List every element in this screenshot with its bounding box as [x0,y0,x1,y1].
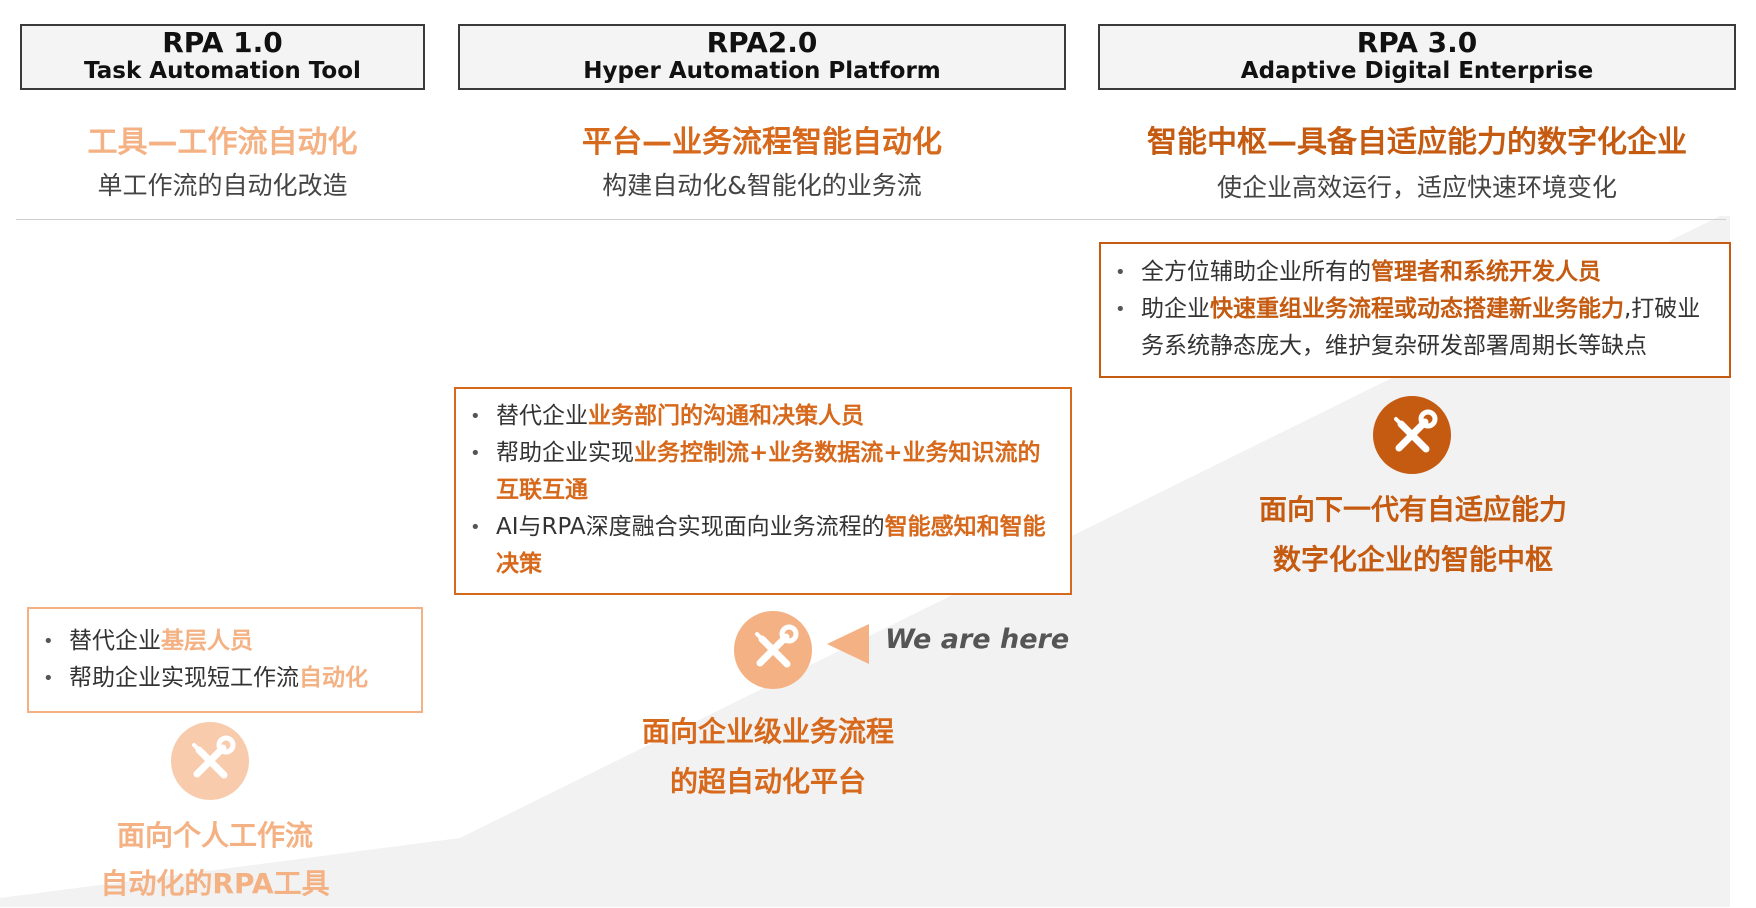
stage3-version: RPA 3.0 [1356,26,1478,59]
stage3-subtitle: Adaptive Digital Enterprise [1240,58,1594,84]
stage1-version: RPA 1.0 [162,26,283,59]
wrench-screwdriver-icon [192,735,236,779]
stage1-description: 单工作流的自动化改造 [97,171,348,200]
stage3-description: 使企业高效运行，适应快速环境变化 [1216,173,1617,202]
stage2-version: RPA2.0 [706,26,818,59]
stage3-caption: 面向下一代有自适应能力 数字化企业的智能中枢 [1258,493,1567,576]
wrench-screwdriver-icon [755,624,799,668]
wrench-screwdriver-icon [1394,409,1438,453]
we-are-here-label: We are here [885,624,1070,655]
stage1-header: RPA 1.0 Task Automation Tool [20,24,425,90]
stage1-bullet-box: •替代企业基层人员 •帮助企业实现短工作流自动化 [27,607,423,713]
stage2-bullet: •AI与RPA深度融合实现面向业务流程的智能感知和智能决策 [470,514,1046,577]
we-are-here-arrow-icon [827,624,869,664]
stage1-title: 工具—工作流自动化 [87,125,358,160]
stage2-tool-icon [734,611,812,689]
stage3-bullet-box: •全方位辅助企业所有的管理者和系统开发人员 •助企业快速重组业务流程或动态搭建新… [1099,242,1731,378]
stage3-bullet: •全方位辅助企业所有的管理者和系统开发人员 [1115,259,1601,285]
stage2-title: 平台—业务流程智能自动化 [582,125,942,160]
stage2-header: RPA2.0 Hyper Automation Platform [458,24,1066,90]
stage3-title: 智能中枢—具备自适应能力的数字化企业 [1147,125,1687,160]
stage3-header: RPA 3.0 Adaptive Digital Enterprise [1098,24,1736,90]
stage2-bullet: •帮助企业实现业务控制流+业务数据流+业务知识流的互联互通 [470,440,1041,503]
stage1-bullet: •帮助企业实现短工作流自动化 [43,665,368,691]
stage2-subtitle: Hyper Automation Platform [583,58,941,84]
stage1-subtitle: Task Automation Tool [84,58,361,84]
stage2-bullet-box: •替代企业业务部门的沟通和决策人员 •帮助企业实现业务控制流+业务数据流+业务知… [454,387,1072,595]
stage3-tool-icon [1373,396,1451,474]
stage1-tool-icon [171,722,249,800]
stage2-caption: 面向企业级业务流程 的超自动化平台 [641,715,894,798]
stage3-bullet: •助企业快速重组业务流程或动态搭建新业务能力,打破业务系统静态庞大，维护复杂研发… [1115,296,1701,359]
stage1-bullet: •替代企业基层人员 [43,628,253,654]
stage2-description: 构建自动化&智能化的业务流 [602,171,922,200]
stage1-caption: 面向个人工作流 自动化的RPA工具 [100,819,330,900]
stage2-bullet: •替代企业业务部门的沟通和决策人员 [470,403,864,429]
header-divider [16,219,1726,220]
